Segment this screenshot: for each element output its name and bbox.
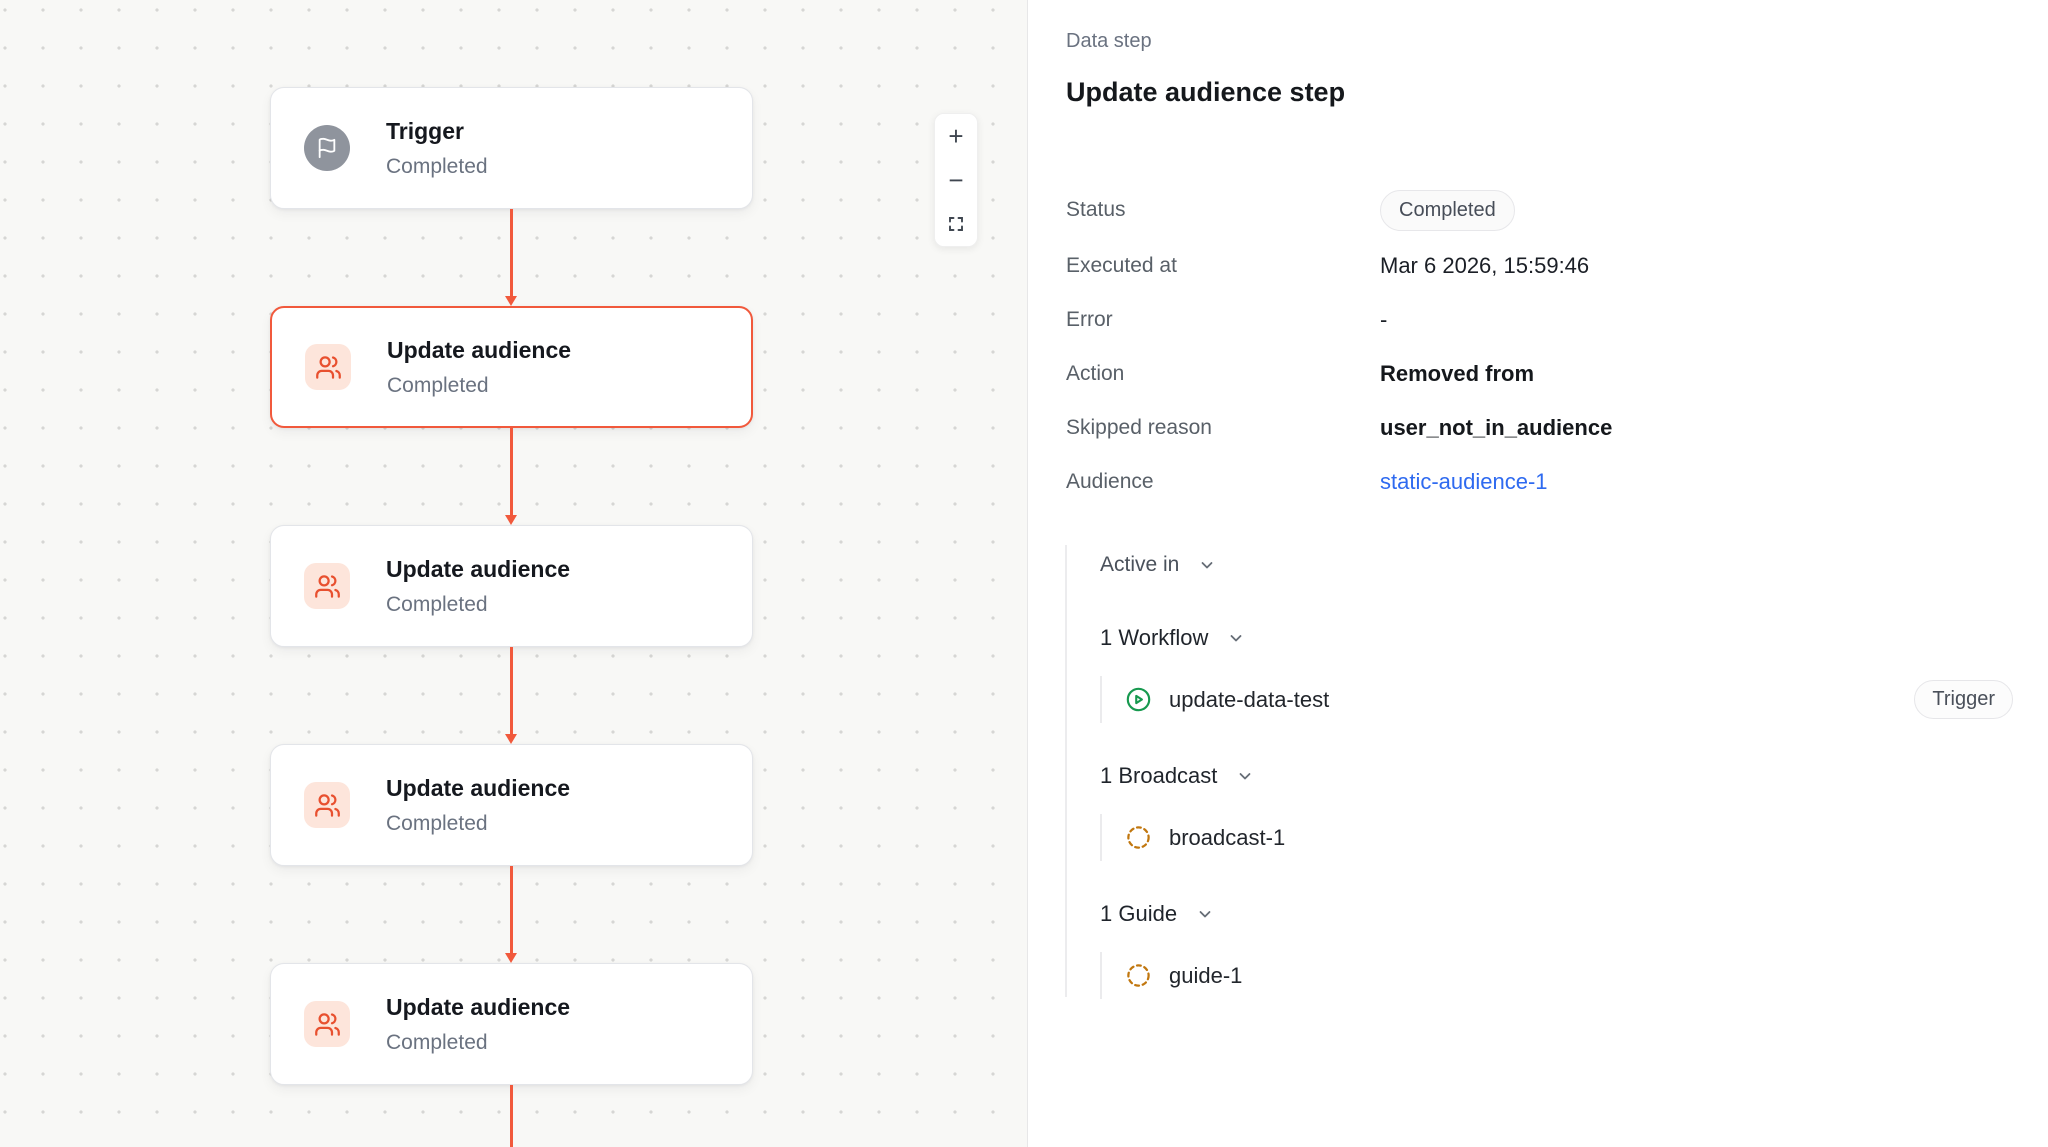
field-value: user_not_in_audience	[1380, 415, 1612, 441]
active-in-group: 1 Workflow update-data-test Trigger	[1100, 618, 2013, 723]
arrowhead-icon	[505, 734, 518, 744]
flag-icon	[304, 125, 350, 171]
arrowhead-icon	[505, 515, 518, 525]
detail-field-row: Skipped reason user_not_in_audience	[1066, 401, 2013, 455]
field-label: Action	[1066, 362, 1125, 385]
workflow-node[interactable]: Update audience Completed	[270, 525, 753, 647]
detail-field-row: Audience static-audience-1	[1066, 455, 2013, 509]
active-in-toggle[interactable]: Active in	[1100, 545, 2013, 585]
detail-field-row: Action Removed from	[1066, 347, 2013, 401]
chevron-down-icon	[1231, 635, 1242, 642]
detail-panel: Data step Update audience step Status Co…	[1028, 0, 2048, 1147]
play-circle-icon	[1125, 686, 1152, 713]
item-name: guide-1	[1169, 962, 1243, 988]
active-in-group: 1 Guide guide-1	[1100, 894, 2013, 999]
arrowhead-icon	[505, 296, 518, 306]
group-label: 1 Workflow	[1100, 625, 1209, 650]
field-label: Skipped reason	[1066, 416, 1212, 439]
field-value-text: user_not_in_audience	[1380, 415, 1613, 440]
users-icon	[305, 344, 351, 390]
node-title: Update audience	[386, 994, 571, 1020]
group-toggle[interactable]: 1 Guide	[1100, 894, 2013, 934]
group-label: 1 Broadcast	[1100, 763, 1218, 788]
users-icon	[304, 782, 350, 828]
active-in-section: Active in 1 Workflow update-data-test Tr…	[1065, 545, 2013, 999]
node-title: Update audience	[386, 775, 571, 801]
field-label: Status	[1066, 198, 1126, 221]
list-item[interactable]: update-data-test Trigger	[1100, 676, 2013, 723]
status-badge: Completed	[1380, 189, 1515, 231]
step-type-label: Data step	[1066, 30, 1152, 52]
workflow-node[interactable]: Trigger Completed	[270, 87, 753, 209]
field-value: Removed from	[1380, 361, 1534, 387]
step-details: Status Completed Executed at Mar 6 2026,…	[1066, 181, 2013, 509]
group-toggle[interactable]: 1 Broadcast	[1100, 756, 2013, 796]
workflow-node[interactable]: Update audience Completed	[270, 306, 753, 428]
detail-field-row: Executed at Mar 6 2026, 15:59:46	[1066, 239, 2013, 293]
node-title: Trigger	[386, 118, 464, 144]
field-value-text: Removed from	[1380, 361, 1535, 386]
zoom-in-button[interactable]: +	[935, 114, 977, 158]
group-label: 1 Guide	[1100, 901, 1178, 926]
zoom-out-button[interactable]: −	[935, 158, 977, 202]
list-item[interactable]: broadcast-1	[1100, 814, 2013, 861]
field-label: Error	[1066, 308, 1113, 331]
canvas-zoom-controls: + −	[934, 113, 978, 247]
workflow-edge	[510, 209, 513, 297]
active-in-groups: 1 Workflow update-data-test Trigger 1 Br…	[1100, 618, 2013, 999]
users-icon	[304, 563, 350, 609]
detail-field-row: Error -	[1066, 293, 2013, 347]
fullscreen-icon	[949, 217, 963, 231]
active-in-group: 1 Broadcast broadcast-1	[1100, 756, 2013, 861]
workflow-edge	[510, 1085, 513, 1147]
field-value-text: -	[1380, 307, 1388, 332]
dashed-circle-icon	[1125, 962, 1152, 989]
workflow-edge	[510, 428, 513, 516]
workflow-node[interactable]: Update audience Completed	[270, 744, 753, 866]
node-status: Completed	[386, 812, 488, 835]
arrowhead-icon	[505, 953, 518, 963]
chevron-down-icon	[1199, 911, 1211, 918]
group-toggle[interactable]: 1 Workflow	[1100, 618, 2013, 658]
audience-link[interactable]: static-audience-1	[1380, 469, 1548, 494]
workflow-node[interactable]: Update audience Completed	[270, 963, 753, 1085]
users-icon	[304, 1001, 350, 1047]
node-title: Update audience	[386, 556, 571, 582]
page-title: Update audience step	[1066, 77, 1346, 107]
active-in-label: Active in	[1100, 553, 1180, 576]
chevron-down-icon	[1240, 773, 1251, 780]
trigger-badge: Trigger	[1914, 680, 2013, 719]
node-status: Completed	[386, 593, 488, 616]
node-status: Completed	[386, 155, 488, 178]
node-status: Completed	[387, 374, 489, 397]
workflow-canvas[interactable]: Trigger Completed Update audience Comple…	[0, 0, 1028, 1147]
field-value: Mar 6 2026, 15:59:46	[1380, 253, 1589, 279]
dashed-circle-icon	[1125, 824, 1152, 851]
field-label: Executed at	[1066, 254, 1177, 277]
chevron-down-icon	[1201, 562, 1213, 569]
list-item[interactable]: guide-1	[1100, 952, 2013, 999]
field-value: static-audience-1	[1380, 469, 1548, 495]
field-value: -	[1380, 307, 1387, 333]
node-title: Update audience	[387, 337, 572, 363]
item-name: broadcast-1	[1169, 824, 1286, 850]
field-label: Audience	[1066, 470, 1154, 493]
workflow-edge	[510, 647, 513, 735]
workflow-edge	[510, 866, 513, 954]
field-value: Completed	[1380, 189, 1515, 231]
fit-view-button[interactable]	[935, 202, 977, 246]
detail-field-row: Status Completed	[1066, 181, 2013, 239]
item-name: update-data-test	[1169, 686, 1330, 712]
field-value-text: Mar 6 2026, 15:59:46	[1380, 253, 1590, 278]
node-status: Completed	[386, 1031, 488, 1054]
